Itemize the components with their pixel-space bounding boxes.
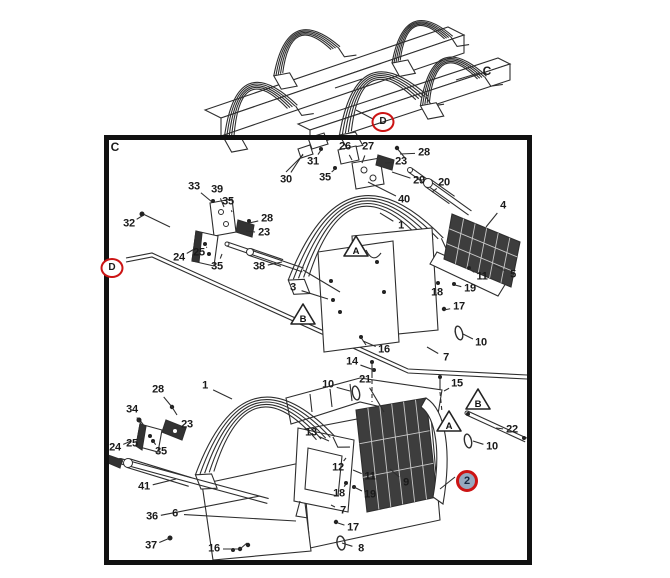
part-2-number: 2 [463, 474, 471, 487]
callout-1: 1 [202, 379, 208, 392]
panel-detail-ref-hotspot[interactable]: D [100, 258, 124, 278]
callout-18: 18 [431, 286, 443, 299]
callout-15: 15 [451, 377, 463, 390]
callout-35: 35 [211, 260, 223, 273]
callout-25: 25 [126, 437, 138, 450]
callout-32: 32 [123, 217, 135, 230]
warning-triangle-a: A [343, 235, 369, 257]
callout-14: 14 [346, 355, 358, 368]
callout-11: 11 [476, 270, 488, 283]
callout-38: 38 [253, 260, 265, 273]
callout-17: 17 [347, 521, 359, 534]
callout-35: 35 [319, 171, 331, 184]
callout-39: 39 [211, 183, 223, 196]
callout-17: 17 [453, 300, 465, 313]
callout-1: 1 [398, 219, 404, 232]
callout-18: 18 [333, 487, 345, 500]
callout-10: 10 [486, 440, 498, 453]
callout-13: 13 [305, 426, 317, 439]
svg-text:A: A [353, 246, 360, 257]
callout-26: 26 [339, 140, 351, 153]
callout-4: 4 [500, 199, 506, 212]
callout-29: 29 [413, 174, 425, 187]
callout-24: 24 [109, 441, 121, 454]
callout-36: 36 [146, 510, 158, 523]
callout-34: 34 [126, 403, 138, 416]
panel-view-ref-label: C [110, 140, 120, 154]
callout-27: 27 [362, 140, 374, 153]
callout-30: 30 [280, 173, 292, 186]
callout-5: 5 [510, 268, 516, 281]
callout-12: 12 [332, 461, 344, 474]
warning-triangle-a: A [436, 410, 462, 432]
callout-28: 28 [418, 146, 430, 159]
callout-20: 20 [438, 176, 450, 189]
svg-text:A: A [446, 421, 453, 432]
callout-41: 41 [138, 480, 150, 493]
svg-text:B: B [300, 314, 307, 325]
callout-25: 25 [193, 246, 205, 259]
callout-6: 6 [172, 507, 178, 520]
callout-23: 23 [395, 155, 407, 168]
detail-view-frame [104, 135, 532, 565]
callout-21: 21 [359, 373, 371, 386]
panel-detail-ref-letter: D [108, 262, 116, 273]
callout-10: 10 [475, 336, 487, 349]
callout-9: 9 [403, 476, 409, 489]
callout-19: 19 [364, 488, 376, 501]
callout-16: 16 [208, 542, 220, 555]
callout-3: 3 [290, 281, 296, 294]
callout-11: 11 [364, 470, 376, 483]
callout-16: 16 [378, 343, 390, 356]
callout-33: 33 [188, 180, 200, 193]
callout-28: 28 [152, 383, 164, 396]
warning-triangle-b: B [290, 303, 316, 325]
callout-24: 24 [173, 251, 185, 264]
part-2-hotspot[interactable]: 2 [456, 470, 478, 492]
callout-28: 28 [261, 212, 273, 225]
warning-triangle-b: B [465, 388, 491, 410]
callout-7: 7 [340, 504, 346, 517]
callout-23: 23 [258, 226, 270, 239]
callout-10: 10 [322, 378, 334, 391]
callout-23: 23 [181, 418, 193, 431]
callout-35: 35 [222, 195, 234, 208]
overview-detail-ref-hotspot[interactable]: D [371, 112, 395, 132]
callout-31: 31 [307, 155, 319, 168]
callout-7: 7 [443, 351, 449, 364]
callout-8: 8 [358, 542, 364, 555]
svg-text:B: B [475, 399, 482, 410]
callout-19: 19 [464, 282, 476, 295]
callout-40: 40 [398, 193, 410, 206]
callout-37: 37 [145, 539, 157, 552]
leader-lines [123, 149, 506, 550]
callout-35: 35 [155, 445, 167, 458]
callout-22: 22 [506, 423, 518, 436]
overview-frame-ref-label: C [482, 64, 492, 78]
overview-detail-ref-letter: D [379, 116, 387, 127]
